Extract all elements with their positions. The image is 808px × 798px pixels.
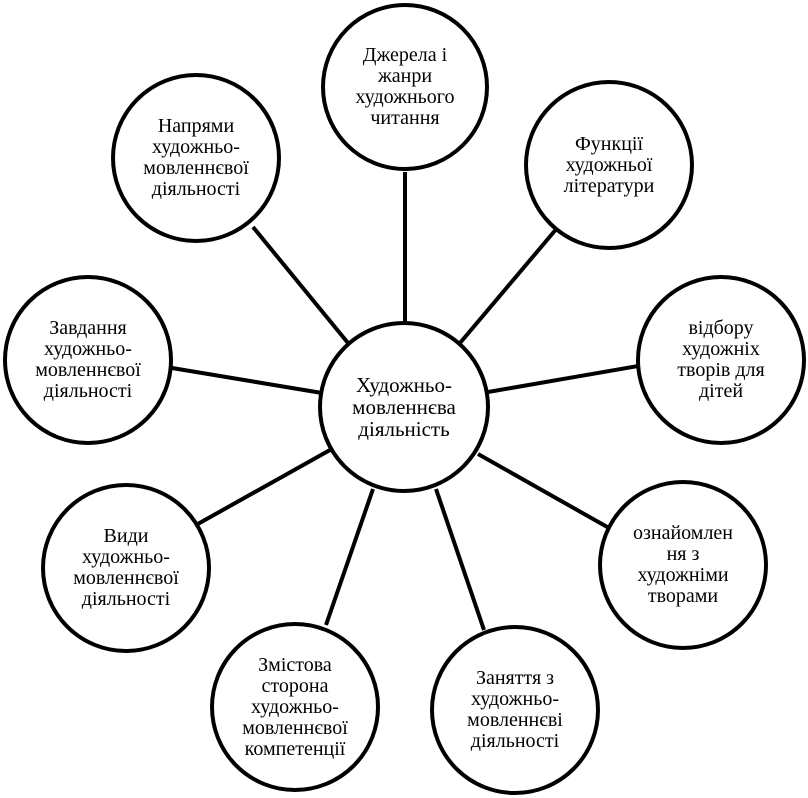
connector-lessons — [434, 488, 486, 631]
node-directions: Напрями художньо- мовленнєвої діяльності — [111, 73, 281, 243]
node-functions: Функції художньої літератури — [524, 80, 694, 250]
node-tasks: Завдання художньо- мовленнєвої діяльност… — [3, 275, 173, 445]
connector-directions — [251, 225, 350, 345]
node-tasks-label: Завдання художньо- мовленнєвої діяльност… — [35, 317, 141, 402]
node-types: Види художньо- мовленнєвої діяльності — [41, 483, 211, 653]
node-functions-label: Функції художньої літератури — [563, 132, 655, 197]
center-node: Художньо- мовленнєва діяльність — [318, 321, 490, 493]
node-types-label: Види художньо- мовленнєвої діяльності — [73, 525, 179, 610]
node-selection: відбору художніх творів для дітей — [636, 275, 806, 445]
node-selection-label: відбору художніх творів для дітей — [677, 317, 765, 402]
node-lessons-label: Заняття з художньо- мовленнєві діяльност… — [467, 667, 563, 752]
node-directions-label: Напрями художньо- мовленнєвої діяльності — [143, 115, 249, 200]
node-acquaintance: ознайомлен ня з художніми творами — [598, 480, 768, 650]
node-content: Змістова сторона художньо- мовленнєвої к… — [210, 622, 380, 792]
connector-types — [195, 448, 331, 527]
connector-selection — [487, 364, 639, 394]
node-sources-label: Джерела і жанри художнього читання — [355, 44, 455, 129]
connector-functions — [458, 225, 560, 345]
node-sources: Джерела і жанри художнього читання — [321, 3, 489, 171]
node-content-label: Змістова сторона художньо- мовленнєвої к… — [242, 653, 348, 760]
node-acquaintance-label: ознайомлен ня з художніми творами — [632, 522, 734, 607]
center-node-label: Художньо- мовленнєва діяльність — [352, 373, 456, 441]
connector-acquaintance — [477, 452, 610, 530]
connector-tasks — [171, 366, 323, 395]
node-lessons: Заняття з художньо- мовленнєві діяльност… — [430, 625, 600, 795]
connector-content — [324, 488, 375, 626]
